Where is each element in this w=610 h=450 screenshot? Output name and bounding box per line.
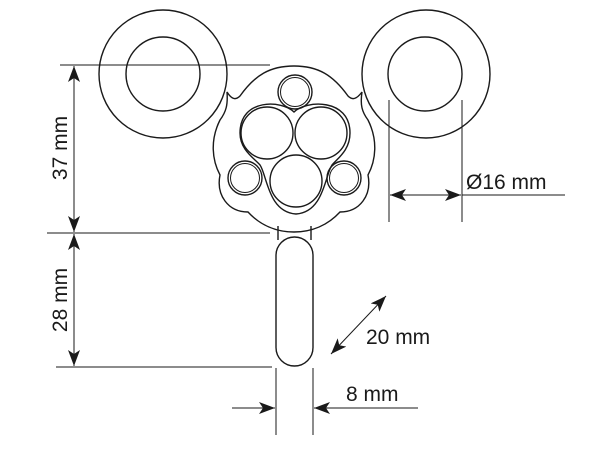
dimension-label-8mm: 8 mm (346, 383, 399, 406)
ring-diameter-dimension (388, 100, 565, 222)
left-attachment-ring (98, 9, 228, 139)
stem-slot (275, 226, 314, 367)
dimension-label-16mm: Ø16 mm (466, 171, 547, 194)
central-rigging-plate (212, 65, 376, 233)
dimension-label-20mm: 20 mm (366, 326, 430, 349)
dimension-label-37mm: 37 mm (49, 116, 72, 180)
slot-width-dimension (232, 368, 418, 435)
slot-length-dimension (330, 295, 387, 355)
vertical-dimension-lines (47, 64, 272, 368)
dimension-label-28mm: 28 mm (49, 268, 72, 332)
right-attachment-ring (361, 9, 491, 139)
